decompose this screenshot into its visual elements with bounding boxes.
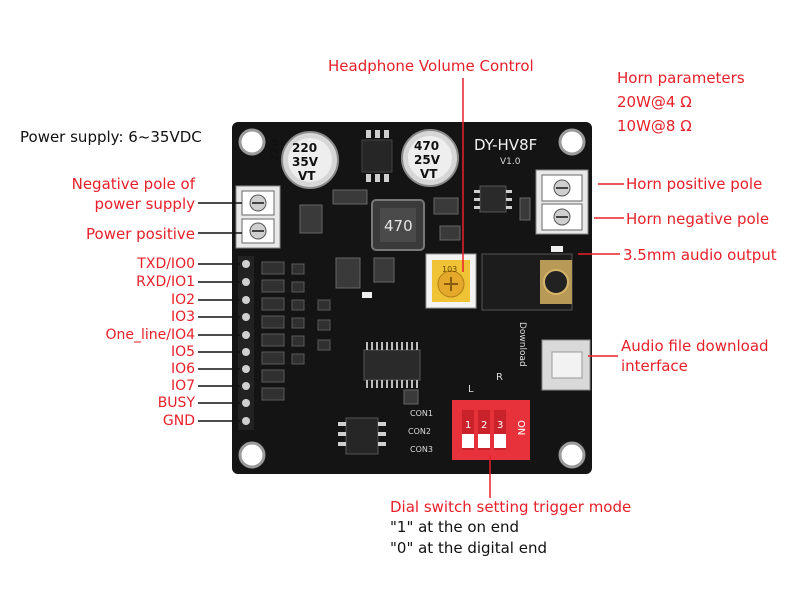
dip-switch	[452, 400, 530, 460]
black-leader-lines	[198, 202, 242, 422]
pin-label-gnd: GND	[162, 413, 195, 429]
pin-label-rxd-io1: RXD/IO1	[136, 274, 195, 290]
pin-label-io2: IO2	[170, 292, 195, 308]
horn-params-line1: 20W@4 Ω	[617, 93, 692, 111]
pin-label-txd-io0: TXD/IO0	[137, 256, 195, 272]
bottom-ic	[338, 417, 386, 455]
download-label-line2: interface	[621, 357, 688, 375]
pin-label-io6: IO6	[170, 361, 195, 377]
negative-pole-label-line2: power supply	[94, 195, 195, 213]
pot-marking: 103	[442, 265, 457, 274]
pin-header	[238, 256, 254, 430]
capacitor-220uf: 220	[268, 131, 339, 189]
dial-switch-line1: "1" at the on end	[390, 518, 520, 536]
pin-label-io5: IO5	[170, 344, 195, 360]
dip-number-labels: 1 2 3	[465, 420, 503, 431]
pin-label-one-line-io4: One_line/IO4	[105, 327, 195, 343]
power-positive-label: Power positive	[86, 225, 195, 243]
led-1	[362, 292, 372, 298]
download-label-line1: Audio file download	[621, 337, 769, 355]
dial-switch-title: Dial switch setting trigger mode	[390, 498, 632, 516]
top-ic	[361, 130, 393, 182]
usb-port	[541, 339, 591, 391]
audio-output-label: 3.5mm audio output	[623, 246, 777, 264]
horn-terminal	[535, 169, 589, 235]
horn-negative-label: Horn negative pole	[626, 210, 770, 228]
inductor	[371, 199, 425, 251]
power-supply-label: Power supply: 6~35VDC	[20, 128, 202, 146]
horn-positive-label: Horn positive pole	[626, 175, 763, 193]
pin-label-io3: IO3	[170, 309, 195, 325]
capacitor-470uf-text: 470 25V VT	[414, 139, 444, 181]
led-2	[551, 246, 563, 252]
headphone-volume-label: Headphone Volume Control	[328, 57, 534, 75]
leader-lines	[462, 78, 624, 498]
board-model: DY-HV8F	[474, 136, 537, 154]
volume-potentiometer	[425, 253, 477, 309]
download-text: Download	[517, 322, 527, 367]
horn-params-title: Horn parameters	[617, 69, 745, 87]
audio-jack	[481, 253, 573, 311]
capacitor-220uf-text: 220 35V VT	[292, 141, 322, 183]
pin-label-io7: IO7	[170, 378, 195, 394]
negative-pole-label-line1: Negative pole of	[71, 175, 195, 193]
power-terminal	[235, 185, 281, 249]
inductor-marking: 470	[384, 217, 413, 235]
dip-on-label: ON	[515, 420, 526, 435]
main-chip	[363, 342, 421, 388]
lr-labels: L R	[468, 372, 503, 395]
pin-label-busy: BUSY	[157, 395, 195, 411]
board-version: V1.0	[500, 157, 521, 167]
small-components	[299, 189, 531, 405]
mounting-holes	[238, 128, 586, 469]
capacitor-470uf	[401, 129, 459, 187]
horn-params-line2: 10W@8 Ω	[617, 117, 692, 135]
svg-text:220: 220	[268, 139, 281, 162]
dial-switch-line2: "0" at the digital end	[390, 539, 547, 557]
resistor-arrays	[261, 261, 331, 401]
amp-ic	[474, 185, 512, 213]
con-labels: CON1 CON2 CON3	[408, 409, 436, 454]
